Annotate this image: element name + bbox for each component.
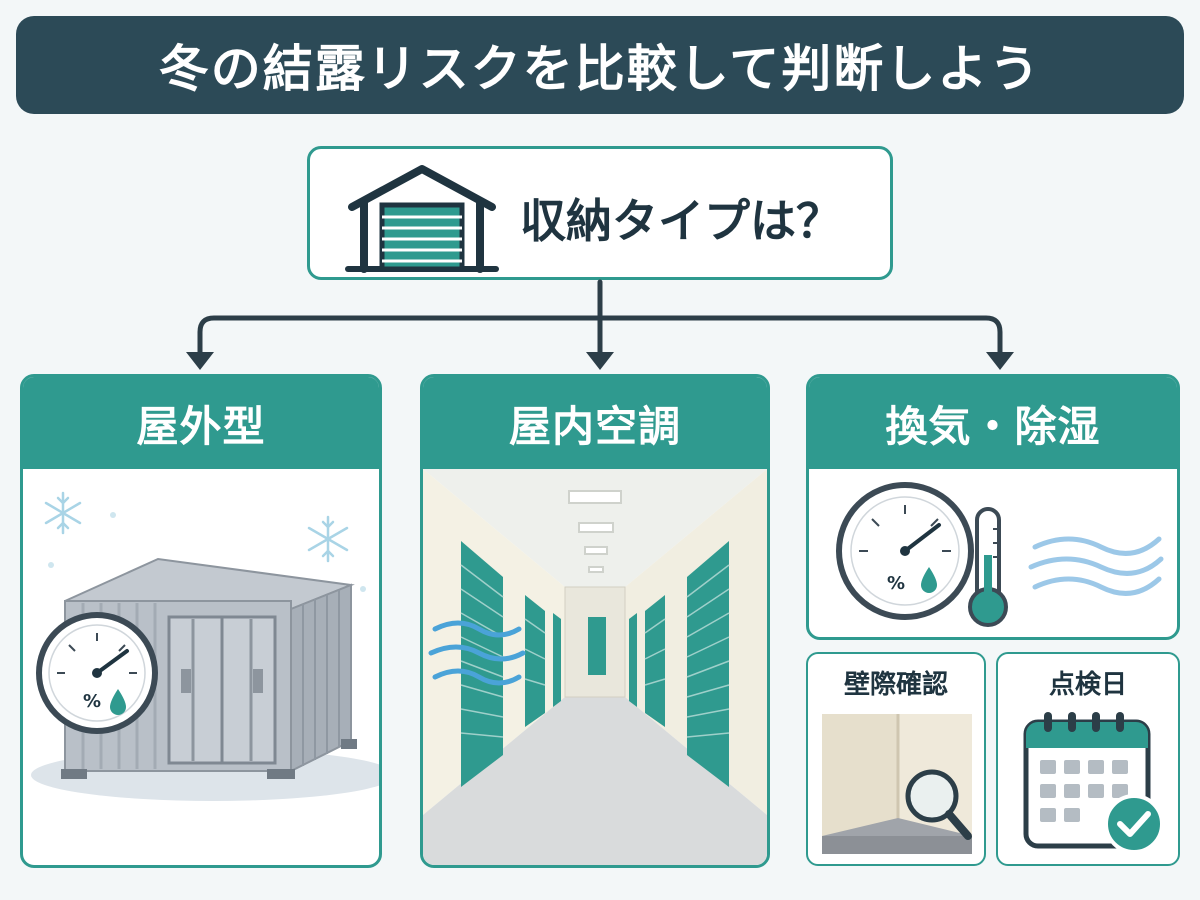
gauge-percent-label: % — [887, 573, 905, 594]
snowflake-icon — [44, 491, 82, 535]
option-card-indoor: 屋内空調 — [420, 374, 770, 868]
corridor-illustration — [423, 469, 767, 865]
option-title-indoor: 屋内空調 — [508, 401, 681, 451]
wall-corner-illustration — [822, 714, 972, 854]
container-illustration: % — [31, 491, 379, 801]
airflow-icon — [428, 620, 526, 686]
option-card-outdoor: 屋外型 — [20, 374, 382, 868]
tip-card-wall-check: 壁際確認 — [806, 652, 986, 866]
calendar-icon — [1023, 712, 1164, 854]
question-box: 収納タイプは？ — [307, 146, 893, 280]
tip-title-inspection-date: 点検日 — [1048, 670, 1127, 700]
check-icon — [1104, 794, 1164, 854]
question-text: 収納タイプは？ — [520, 194, 842, 248]
title-banner: 冬の結露リスクを比較して判断しよう — [16, 16, 1184, 114]
option-card-ventilation: 換気・除湿 % — [806, 374, 1180, 640]
gauge-percent-label: % — [83, 691, 101, 712]
option-header: 換気・除湿 — [809, 377, 1177, 469]
tip-card-inspection-date: 点検日 — [996, 652, 1180, 866]
thermometer-icon — [968, 507, 1008, 627]
magnifier-icon — [905, 769, 972, 840]
airflow-icon — [1028, 536, 1164, 596]
option-title-outdoor: 屋外型 — [136, 401, 266, 451]
option-title-ventilation: 換気・除湿 — [885, 401, 1101, 451]
humidity-gauge-icon: % — [836, 482, 974, 620]
page-title: 冬の結露リスクを比較して判断しよう — [158, 40, 1042, 98]
ventilation-illustration: % — [836, 482, 1164, 627]
warehouse-icon — [345, 165, 499, 273]
option-header: 屋内空調 — [423, 377, 767, 469]
tip-title-wall-check: 壁際確認 — [843, 670, 948, 700]
snowflake-icon — [307, 515, 349, 563]
option-header: 屋外型 — [23, 377, 379, 469]
humidity-gauge-icon: % — [36, 612, 158, 734]
